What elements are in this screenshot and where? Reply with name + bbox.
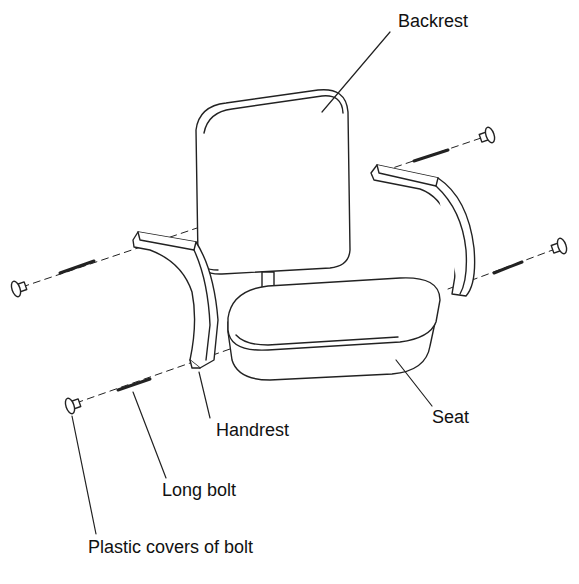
plastic-cover bbox=[10, 126, 569, 415]
part-label: Backrest bbox=[396, 11, 470, 33]
long-bolt bbox=[60, 150, 522, 390]
part-label: Seat bbox=[430, 407, 471, 429]
part-label: Long bolt bbox=[160, 480, 238, 502]
handrest-right bbox=[371, 165, 475, 296]
seat bbox=[228, 278, 440, 380]
leader-line bbox=[72, 32, 432, 534]
handrest-left bbox=[133, 232, 218, 368]
backrest bbox=[196, 90, 350, 274]
part-label: Handrest bbox=[214, 420, 291, 442]
part-label: Plastic covers of bolt bbox=[86, 537, 255, 559]
